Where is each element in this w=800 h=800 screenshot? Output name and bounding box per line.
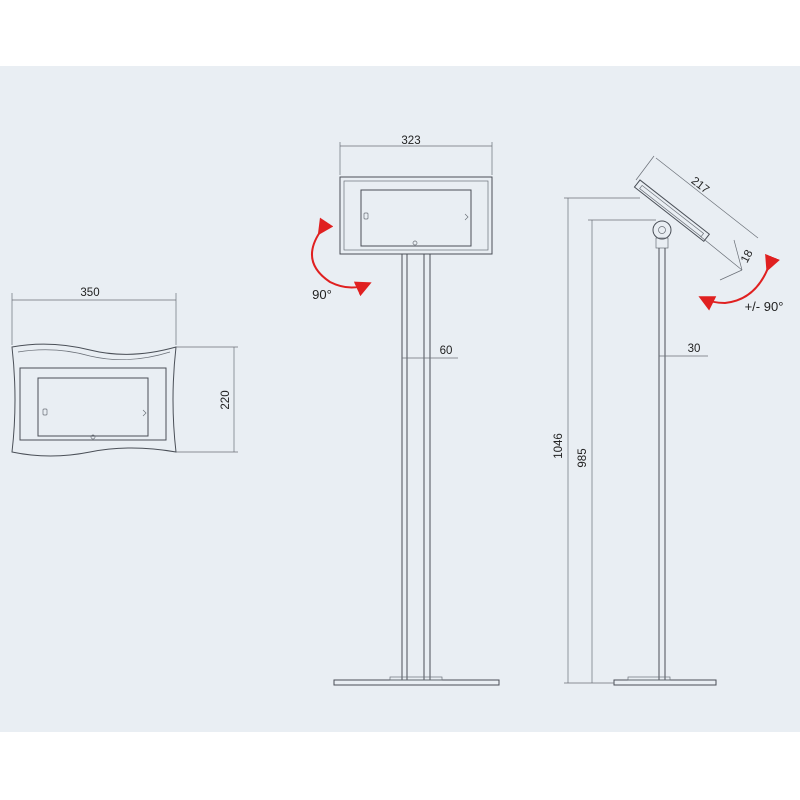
background-band [0, 66, 800, 732]
side-view-pole-width-label: 30 [688, 343, 701, 355]
top-view-width-label: 350 [80, 287, 99, 299]
front-view: 323 60 90° [311, 135, 500, 686]
side-view-panel [633, 179, 711, 242]
front-view-width-label: 323 [401, 135, 420, 147]
top-view: 350 220 [11, 287, 238, 457]
top-view-depth-label: 220 [220, 390, 232, 409]
side-view-tilt-arrow [698, 253, 780, 311]
side-view-total-height-label: 1046 [553, 433, 565, 459]
front-view-pole-label: 60 [440, 345, 453, 357]
side-view-joint [652, 220, 672, 240]
side-view-pole-height-label: 985 [577, 448, 589, 467]
front-view-housing [339, 176, 493, 255]
side-view-tilt-label: +/- 90° [745, 299, 784, 314]
front-view-rotation-arrow [311, 217, 372, 297]
top-view-screen [37, 377, 149, 437]
top-view-screen-frame [19, 367, 167, 441]
front-view-rotation-label: 90° [312, 287, 332, 302]
